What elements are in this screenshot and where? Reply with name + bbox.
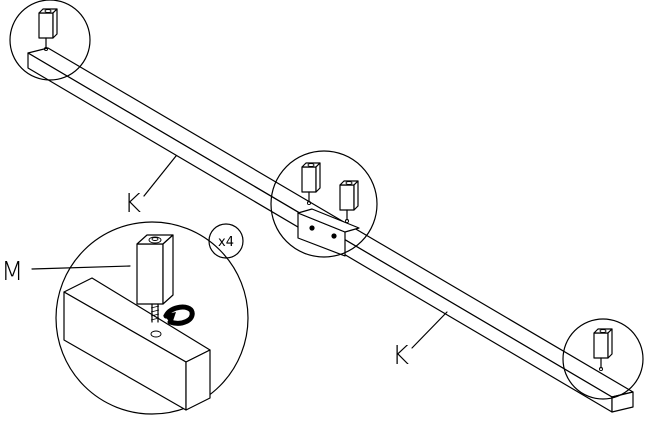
leader-lines — [31, 155, 448, 349]
leg-top-left — [38, 8, 58, 52]
zoom-detail — [63, 234, 211, 411]
leg-center-right — [339, 180, 359, 224]
quantity-badge: x4 — [208, 223, 244, 259]
detail-circle-center — [270, 150, 378, 258]
detail-circle-zoom — [55, 221, 249, 415]
leg-bottom-right — [593, 328, 613, 372]
label-m: M — [1, 257, 23, 287]
quantity-label: x4 — [218, 235, 234, 250]
detail-circle-bottom-right — [562, 318, 644, 400]
leg-center-left — [301, 162, 321, 206]
rotate-arrow-icon — [163, 304, 195, 326]
label-k-upper: K — [124, 189, 141, 219]
detail-circle-top-left — [9, 0, 91, 81]
mounting-plate — [297, 208, 360, 257]
label-k-lower: K — [392, 341, 409, 371]
